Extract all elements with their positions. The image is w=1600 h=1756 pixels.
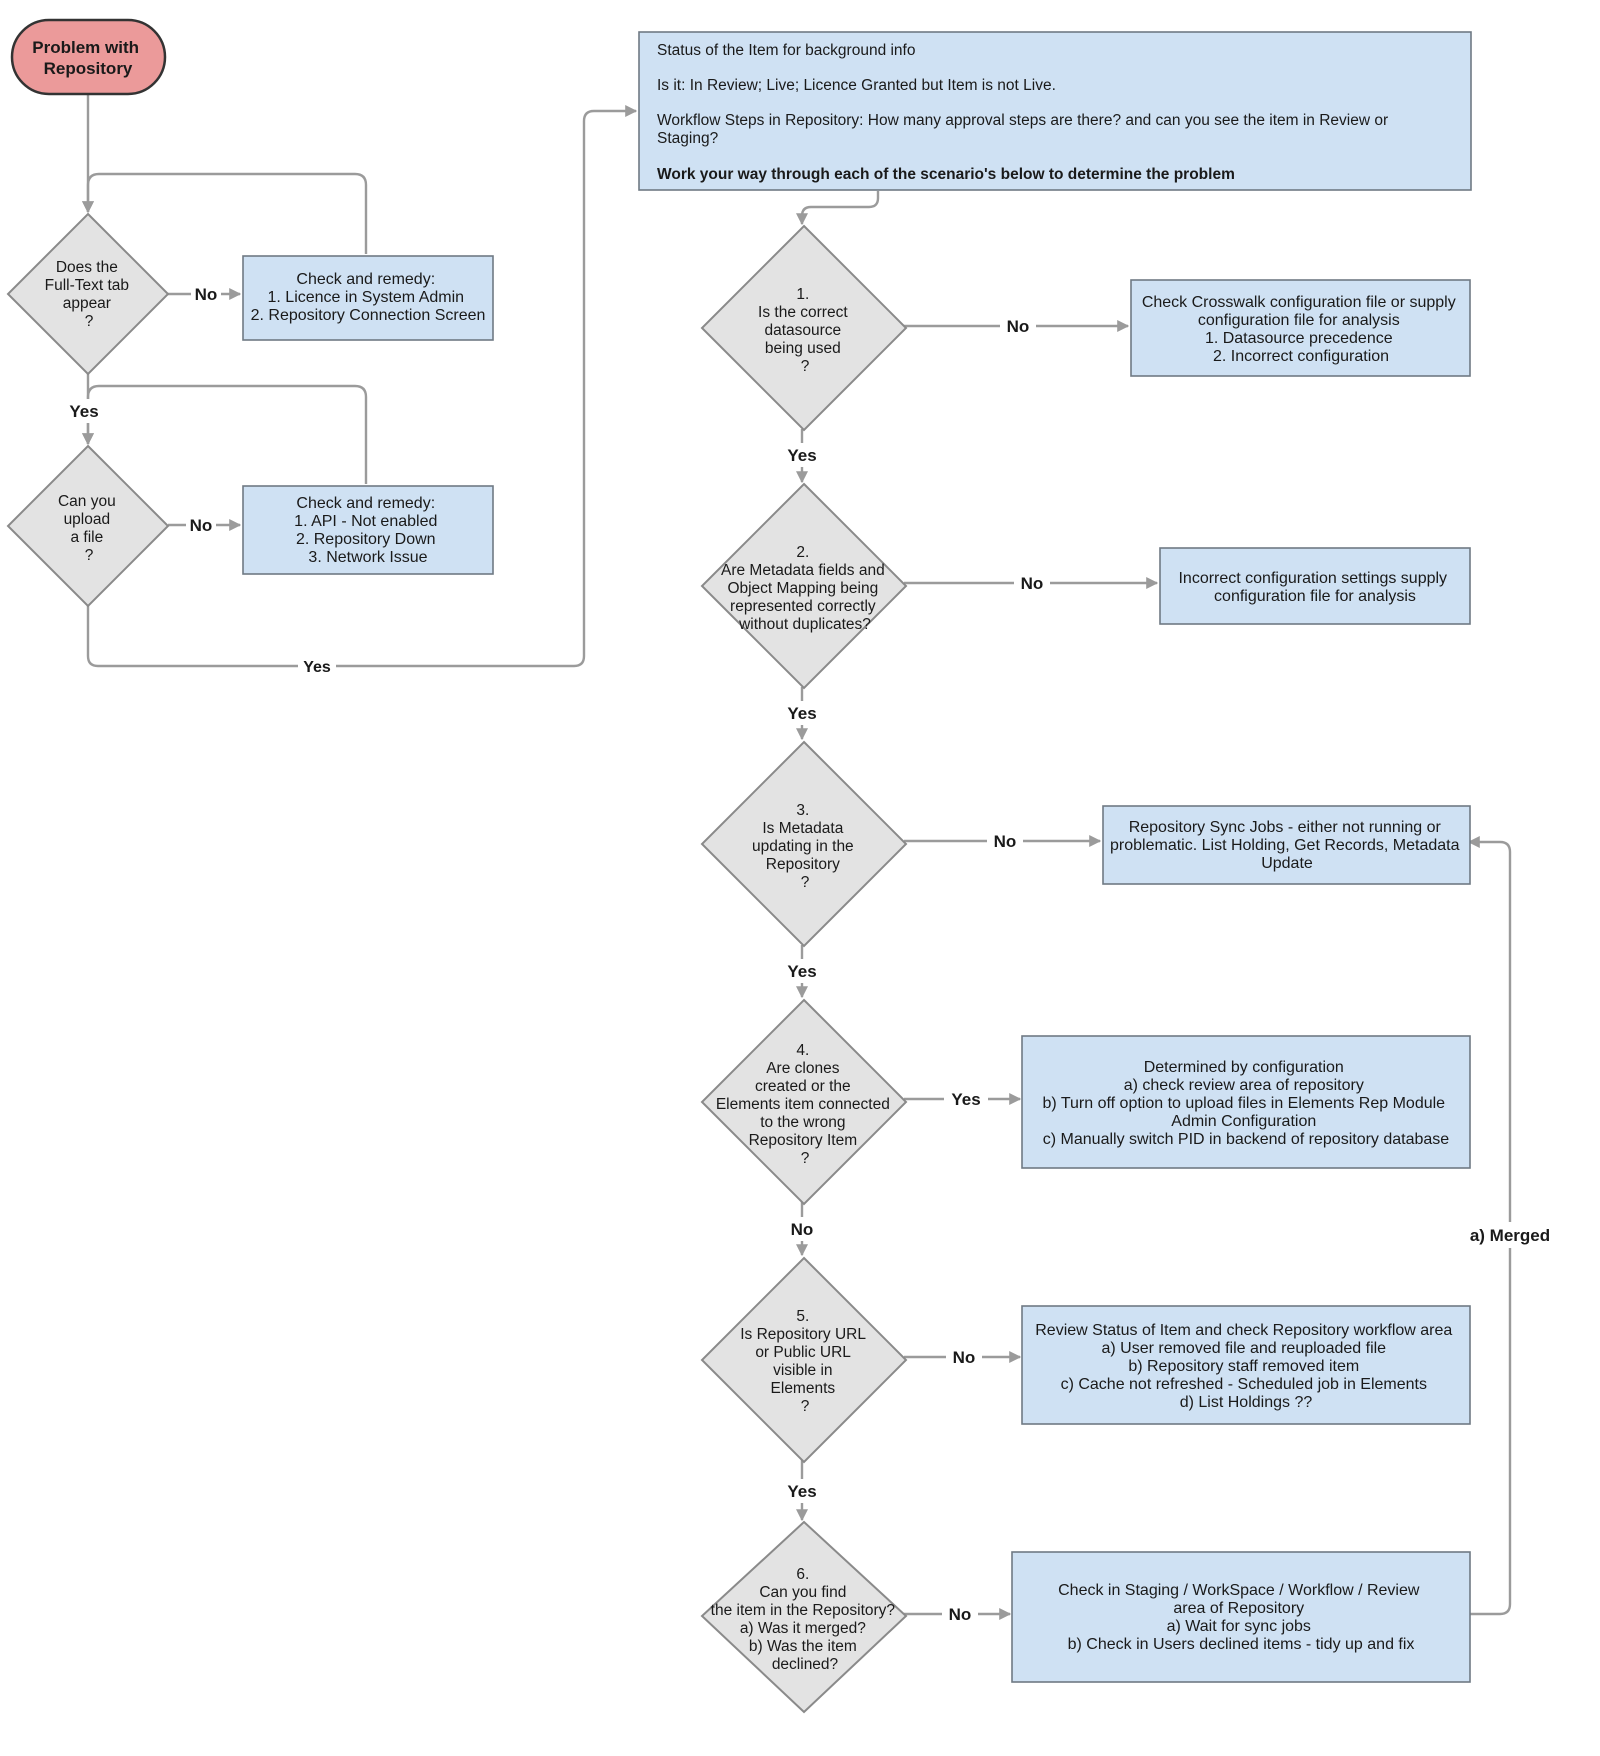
box-sync-jobs: Repository Sync Jobs - either not runnin… [1102, 805, 1471, 885]
label-q5-no: No [953, 1348, 976, 1367]
label-q5-yes: Yes [787, 1482, 816, 1501]
label-fulltext-no: No [195, 285, 218, 304]
box-incorrect-config-label: Incorrect configuration settings supply … [1178, 570, 1451, 605]
box-api-remedy-label: Check and remedy: 1. API - Not enabled 2… [294, 495, 442, 566]
box-licence-remedy: Check and remedy: 1. Licence in System A… [242, 255, 494, 341]
decision-fulltext-label: Does the Full-Text tab appear ? [45, 259, 134, 330]
decision-q5-repository-url: 5. Is Repository URL or Public URL visib… [700, 1256, 908, 1464]
box-crosswalk-config-label: Check Crosswalk configuration file or su… [1142, 294, 1460, 365]
edge-licence-loop [82, 172, 368, 254]
decision-q5-label: 5. Is Repository URL or Public URL visib… [740, 1308, 870, 1415]
decision-q3-metadata-updating: 3. Is Metadata updating in the Repositor… [700, 740, 908, 948]
box-api-remedy: Check and remedy: 1. API - Not enabled 2… [242, 485, 494, 575]
label-q3-yes: Yes [787, 962, 816, 981]
decision-upload: Can you upload a file ? [6, 444, 170, 608]
label-fulltext-yes: Yes [69, 402, 98, 421]
box-incorrect-config: Incorrect configuration settings supply … [1159, 547, 1471, 625]
decision-q3-label: 3. Is Metadata updating in the Repositor… [752, 802, 858, 891]
decision-q1-datasource: 1. Is the correct datasource being used … [700, 224, 908, 432]
box-sync-jobs-label: Repository Sync Jobs - either not runnin… [1110, 819, 1464, 872]
box-licence-remedy-label: Check and remedy: 1. Licence in System A… [251, 271, 486, 324]
decision-fulltext: Does the Full-Text tab appear ? [6, 212, 170, 376]
decision-upload-label: Can you upload a file ? [58, 493, 120, 564]
box-review-status: Review Status of Item and check Reposito… [1021, 1305, 1471, 1425]
box-check-staging-label: Check in Staging / WorkSpace / Workflow … [1058, 1582, 1424, 1653]
status-info-line-5: Work your way through each of the scenar… [657, 166, 1235, 183]
label-q6-no: No [949, 1605, 972, 1624]
box-review-status-label: Review Status of Item and check Reposito… [1035, 1322, 1457, 1411]
label-q4-yes: Yes [951, 1090, 980, 1109]
box-crosswalk-config: Check Crosswalk configuration file or su… [1130, 279, 1471, 377]
box-determined-by-config: Determined by configuration a) check rev… [1021, 1035, 1471, 1169]
label-upload-no: No [190, 516, 213, 535]
label-q2-no: No [1021, 574, 1044, 593]
decision-q4-label: 4. Are clones created or the Elements it… [716, 1042, 894, 1167]
box-check-staging: Check in Staging / WorkSpace / Workflow … [1011, 1551, 1471, 1683]
edge-status-to-q1 [796, 191, 880, 226]
decision-q1-label: 1. Is the correct datasource being used … [758, 286, 852, 375]
decision-q6-label: 6. Can you find the item in the Reposito… [711, 1566, 900, 1673]
decision-q2-label: 2. Are Metadata fields and Object Mappin… [721, 544, 889, 633]
decision-q6-find-item: 6. Can you find the item in the Reposito… [700, 1520, 908, 1714]
label-merged: a) Merged [1470, 1226, 1550, 1245]
status-info-box: Status of the Item for background info I… [638, 31, 1472, 191]
label-q1-no: No [1007, 317, 1030, 336]
status-info-line-4: Staging? [657, 130, 719, 147]
status-info-line-2: Is it: In Review; Live; Licence Granted … [657, 77, 1056, 94]
start-node: Problem with Repository [10, 18, 167, 96]
decision-q2-metadata-mapping: 2. Are Metadata fields and Object Mappin… [700, 482, 908, 690]
edge-labels: No Yes No Yes No Yes No Yes No Yes Yes N… [66, 282, 1558, 1626]
box-determined-by-config-label: Determined by configuration a) check rev… [1042, 1059, 1449, 1148]
label-q2-yes: Yes [787, 704, 816, 723]
start-label: Problem with Repository [32, 38, 143, 78]
decision-q4-clones: 4. Are clones created or the Elements it… [700, 998, 908, 1206]
label-q3-no: No [994, 832, 1017, 851]
edge-api-loop [82, 384, 368, 484]
edge-upload-yes [86, 105, 638, 668]
status-info-line-3: Workflow Steps in Repository: How many a… [657, 112, 1388, 129]
label-upload-yes: Yes [303, 659, 331, 676]
label-q4-no: No [791, 1220, 814, 1239]
status-info-line-1: Status of the Item for background info [657, 42, 915, 59]
label-q1-yes: Yes [787, 446, 816, 465]
